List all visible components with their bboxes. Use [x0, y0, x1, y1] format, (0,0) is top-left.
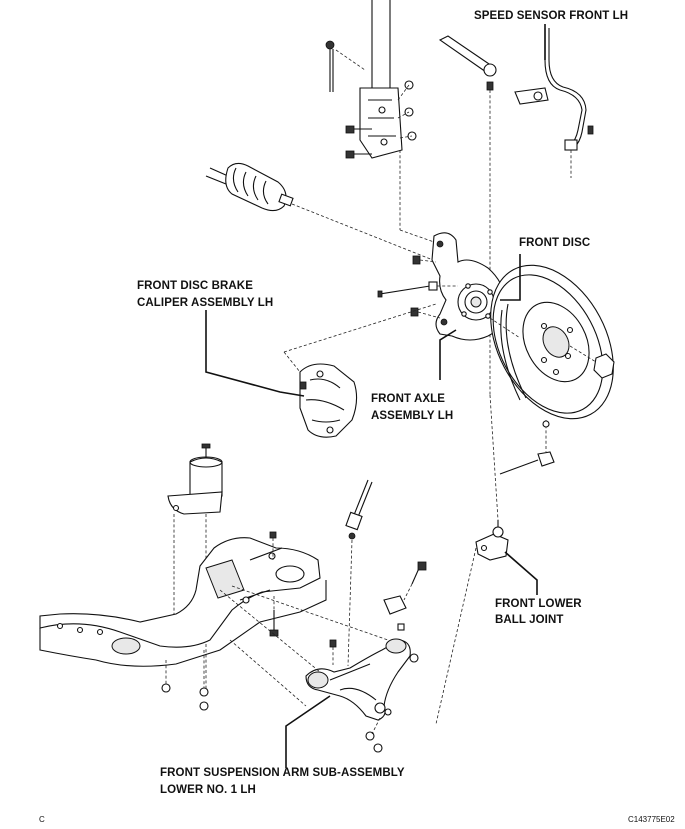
lower-arm-fasteners — [329, 561, 427, 753]
label-axle-line2: ASSEMBLY LH — [371, 410, 453, 422]
front-disc-brake-caliper — [283, 303, 437, 438]
front-lower-ball-joint — [435, 394, 509, 725]
tie-rod-end — [438, 35, 497, 395]
strut-bolts — [345, 80, 417, 159]
drive-shaft-cv-joint — [205, 162, 439, 263]
front-axle-assembly — [431, 232, 507, 341]
label-caliper-line1: FRONT DISC BRAKE — [137, 280, 253, 292]
stabilizer-link-lower — [345, 479, 373, 540]
suspension-crossmember — [39, 537, 327, 667]
front-disc — [490, 264, 614, 420]
label-speed-sensor-front-lh: SPEED SENSOR FRONT LH — [474, 10, 628, 22]
figure-code: C143775E02 — [628, 815, 675, 824]
crossmember-bolts — [161, 531, 279, 711]
label-front-disc: FRONT DISC — [519, 237, 590, 249]
leader-lines — [205, 24, 546, 768]
section-letter: C — [39, 815, 45, 824]
label-arm-line1: FRONT SUSPENSION ARM SUB-ASSEMBLY — [160, 767, 405, 779]
front-suspension-arm-lower — [305, 638, 411, 721]
strut-assembly — [359, 0, 403, 159]
label-axle-line1: FRONT AXLE — [371, 393, 445, 405]
label-ball-joint-line2: BALL JOINT — [495, 614, 564, 626]
tie-rod-nut — [499, 420, 555, 475]
label-ball-joint-line1: FRONT LOWER — [495, 598, 582, 610]
label-arm-line2: LOWER NO. 1 LH — [160, 784, 256, 796]
stabilizer-link — [325, 40, 366, 92]
knuckle-bolts — [377, 255, 458, 319]
speed-sensor-front-lh — [514, 28, 594, 178]
hub-nut — [569, 345, 615, 379]
label-caliper-line2: CALIPER ASSEMBLY LH — [137, 297, 273, 309]
